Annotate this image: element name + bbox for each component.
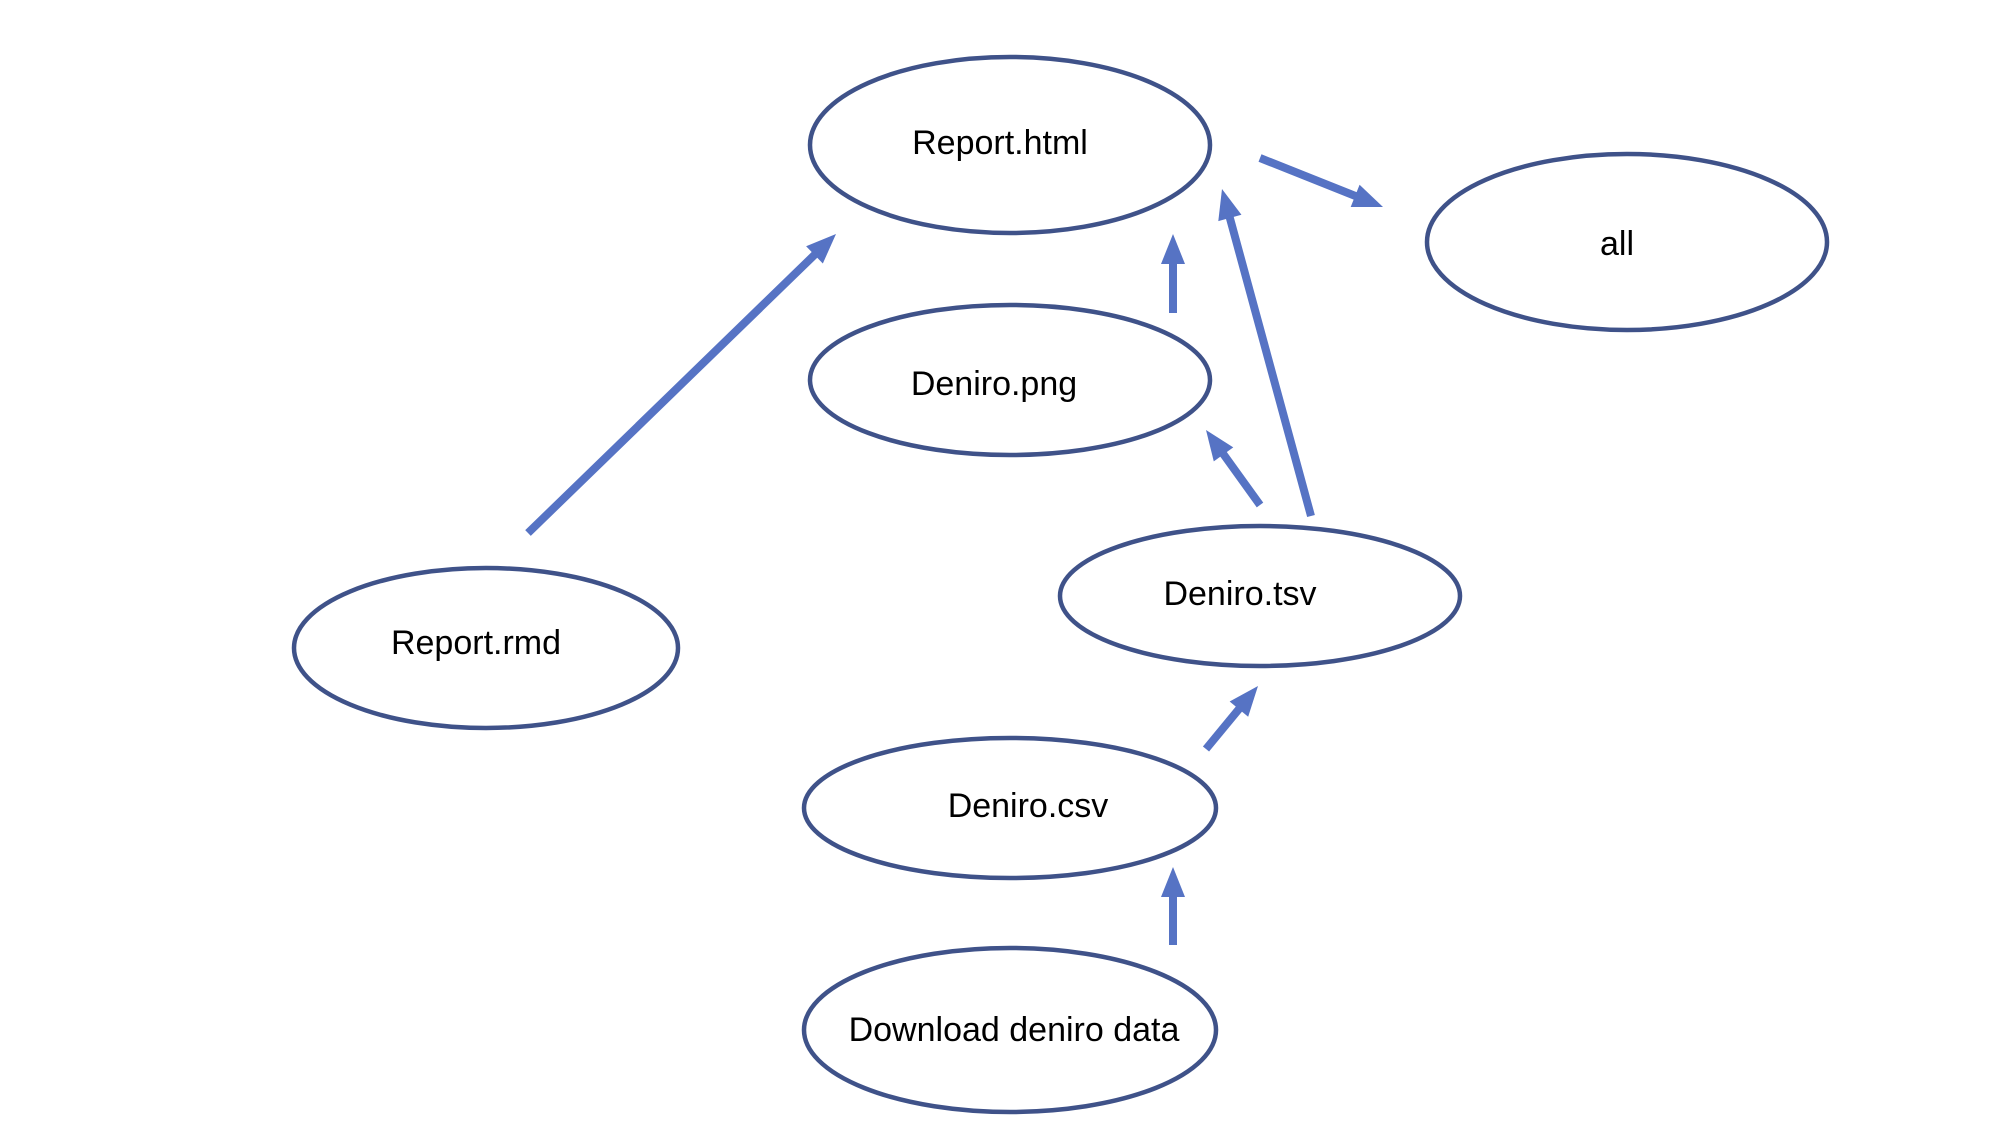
arrowhead-icon <box>1161 867 1185 897</box>
node-label: all <box>1600 225 1634 263</box>
edges-layer <box>525 154 1383 945</box>
node-ellipse <box>807 54 1213 236</box>
edge-download-to-deniro_csv <box>1161 867 1185 945</box>
node-deniro-png: Deniro.png <box>807 302 1213 458</box>
node-download: Download deniro data <box>801 945 1219 1115</box>
edge-deniro_tsv-to-report_html <box>1218 189 1315 518</box>
arrowhead-icon <box>1206 430 1234 462</box>
edge-report_rmd-to-report_html <box>525 234 836 536</box>
node-label: Report.html <box>912 124 1088 162</box>
arrowhead-icon <box>1350 184 1383 208</box>
edge-deniro_png-to-report_html <box>1161 234 1185 313</box>
edge-report_html-to-all <box>1258 154 1383 208</box>
arrowhead-icon <box>1161 234 1185 264</box>
node-all: all <box>1424 151 1830 333</box>
node-ellipse <box>807 302 1213 458</box>
node-ellipse <box>1057 523 1463 669</box>
edge-line <box>1202 705 1244 752</box>
edge-line <box>525 250 819 536</box>
node-ellipse <box>801 735 1219 881</box>
arrowhead-icon <box>1218 189 1242 222</box>
node-ellipse <box>1424 151 1830 333</box>
node-label: Deniro.png <box>911 365 1077 403</box>
node-ellipse <box>291 565 681 731</box>
nodes-layer: Report.htmlallDeniro.pngReport.rmdDeniro… <box>291 54 1830 1115</box>
edge-deniro_tsv-to-deniro_png <box>1206 430 1264 508</box>
arrowhead-icon <box>1229 686 1258 717</box>
edge-line <box>1258 154 1359 201</box>
node-label: Report.rmd <box>391 624 561 662</box>
edge-line <box>1225 214 1315 518</box>
arrowhead-icon <box>806 234 836 264</box>
node-report-html: Report.html <box>807 54 1213 236</box>
node-label: Deniro.csv <box>948 787 1109 825</box>
node-deniro-csv: Deniro.csv <box>801 735 1219 881</box>
node-deniro-tsv: Deniro.tsv <box>1057 523 1463 669</box>
node-label: Deniro.tsv <box>1163 575 1316 613</box>
node-label: Download deniro data <box>849 1011 1180 1049</box>
edge-deniro_csv-to-deniro_tsv <box>1202 686 1258 752</box>
node-ellipse <box>801 945 1219 1115</box>
node-report-rmd: Report.rmd <box>291 565 681 731</box>
edge-line <box>1219 450 1264 508</box>
